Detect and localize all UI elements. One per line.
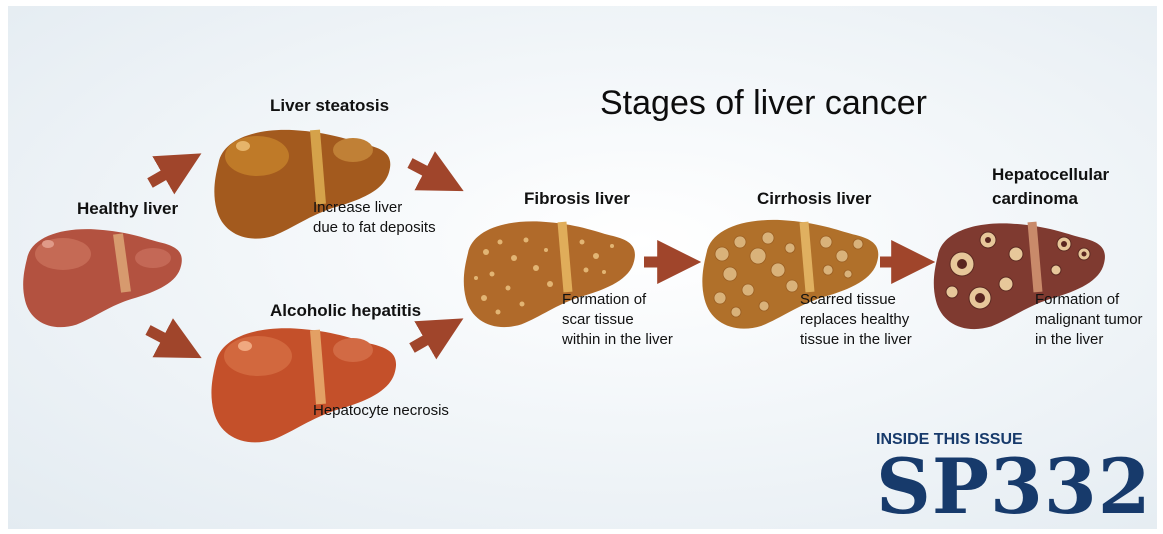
arrow-steatosis-to-fibrosis xyxy=(410,163,452,185)
label-cirrhosis: Cirrhosis liver xyxy=(757,189,871,209)
arrow-healthy-to-steatosis xyxy=(150,160,190,183)
hepatitis-liver xyxy=(211,328,396,442)
label-hcc: Hepatocellular cardinoma xyxy=(992,163,1109,211)
label-hepatitis: Alcoholic hepatitis xyxy=(270,301,421,321)
desc-cirrhosis: Scarred tissue replaces healthy tissue i… xyxy=(800,290,912,350)
arrow-hepatitis-to-fibrosis xyxy=(412,325,452,348)
arrow-healthy-to-hepatitis xyxy=(148,330,190,352)
desc-hepatitis: Hepatocyte necrosis xyxy=(313,401,449,421)
label-steatosis: Liver steatosis xyxy=(270,96,389,116)
desc-fibrosis: Formation of scar tissue within in the l… xyxy=(562,290,673,350)
desc-hcc: Formation of malignant tumor in the live… xyxy=(1035,290,1155,350)
desc-steatosis: Increase liver due to fat deposits xyxy=(313,198,436,238)
issue-number: SP332 xyxy=(876,449,1152,525)
label-healthy: Healthy liver xyxy=(77,199,178,219)
page-title: Stages of liver cancer xyxy=(600,84,927,123)
label-fibrosis: Fibrosis liver xyxy=(524,189,630,209)
healthy-liver xyxy=(23,229,182,327)
